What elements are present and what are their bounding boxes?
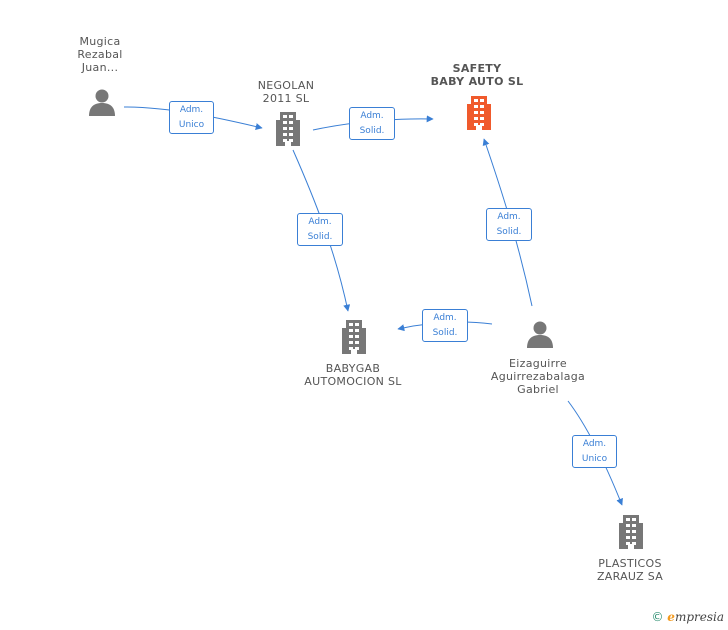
edge-label-eizaguirre-babygab[interactable]: Adm. Solid. bbox=[422, 309, 468, 342]
edge-label-eizaguirre-plasticos[interactable]: Adm. Unico bbox=[572, 435, 617, 468]
copyright-icon: © bbox=[651, 610, 664, 624]
node-label-mugica[interactable]: Mugica Rezabal Juan... bbox=[77, 35, 123, 74]
node-label-negolan[interactable]: NEGOLAN 2011 SL bbox=[257, 79, 315, 105]
node-label-safety[interactable]: SAFETY BABY AUTO SL bbox=[430, 62, 524, 88]
building-icon[interactable] bbox=[617, 515, 645, 553]
edge-label-eizaguirre-safety[interactable]: Adm. Solid. bbox=[486, 208, 532, 241]
brand-logo: empresia bbox=[667, 610, 724, 624]
person-icon[interactable] bbox=[527, 321, 553, 349]
building-icon[interactable] bbox=[340, 320, 368, 358]
edges-layer bbox=[123, 106, 623, 506]
node-label-plasticos[interactable]: PLASTICOS ZARAUZ SA bbox=[596, 557, 664, 583]
edge-label-negolan-safety[interactable]: Adm. Solid. bbox=[349, 107, 395, 140]
brand-footer: © empresia bbox=[651, 610, 724, 624]
node-label-eizaguirre[interactable]: Eizaguirre Aguirrezabalaga Gabriel bbox=[490, 357, 586, 396]
building-icon[interactable] bbox=[274, 112, 302, 150]
node-label-babygab[interactable]: BABYGAB AUTOMOCION SL bbox=[304, 362, 402, 388]
person-icon[interactable] bbox=[89, 89, 115, 117]
building-icon[interactable] bbox=[465, 96, 493, 134]
edge-label-mugica-negolan[interactable]: Adm. Unico bbox=[169, 101, 214, 134]
edge-label-negolan-babygab[interactable]: Adm. Solid. bbox=[297, 213, 343, 246]
